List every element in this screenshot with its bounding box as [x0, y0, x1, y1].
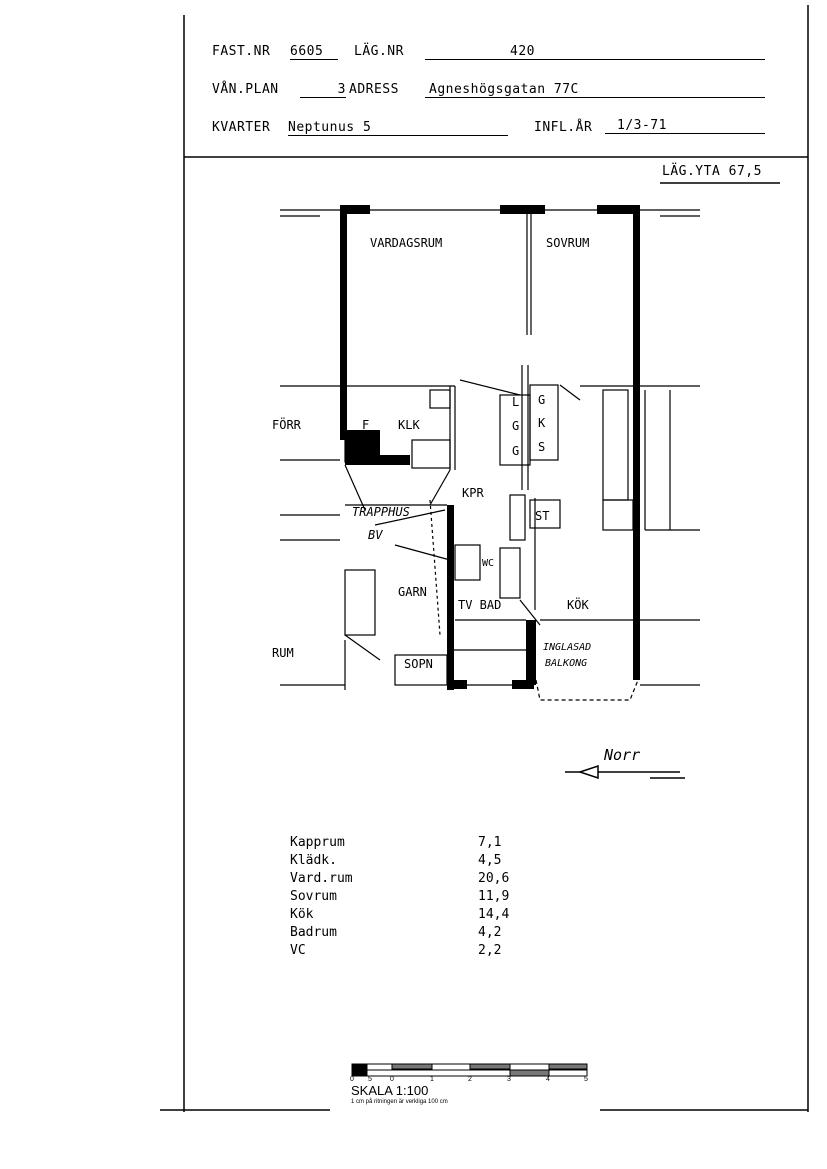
room-label: GARN — [398, 585, 427, 599]
room-label: SOPN — [404, 657, 433, 671]
room-label: TV BAD — [458, 598, 502, 612]
scale-title: SKALA 1:100 — [351, 1083, 429, 1098]
area-value: 7,1 — [478, 835, 502, 850]
kvarter-label: KVARTER — [212, 120, 271, 135]
area-row: Badrum 4,2 — [290, 924, 509, 942]
area-room: Sovrum — [290, 889, 337, 904]
fast-nr-value: 6605 — [290, 44, 338, 60]
adress-value: Agneshögsgatan 77C — [425, 82, 765, 98]
room-label: F — [362, 418, 370, 432]
closet-label: G — [512, 419, 520, 433]
area-row: Sovrum 11,9 — [290, 888, 509, 906]
room-label: BALKONG — [545, 658, 588, 669]
closet-label: G — [512, 444, 520, 458]
room-label: TRAPPHUS — [352, 505, 410, 519]
room-label: RUM — [272, 646, 294, 660]
scale-tick: 0 — [390, 1076, 394, 1083]
area-row: Klädk. 4,5 — [290, 852, 509, 870]
area-room: Kapprum — [290, 835, 345, 850]
walls-thin — [280, 209, 700, 701]
area-value: 14,4 — [478, 907, 510, 922]
area-value: 11,9 — [478, 889, 510, 904]
north-arrow — [565, 764, 685, 780]
lag-nr-value: 420 — [425, 44, 765, 60]
closet-label: K — [538, 416, 546, 430]
lag-yta: LÄG.YTA 67,5 — [662, 164, 762, 179]
scale-note: 1 cm på ritningen är verkliga 100 cm — [351, 1099, 448, 1105]
room-label: INGLASAD — [543, 642, 592, 653]
north-label: Norr — [604, 746, 641, 764]
scale-tick: 0 — [350, 1076, 354, 1083]
room-label: KÖK — [567, 598, 589, 612]
area-row: VC 2,2 — [290, 942, 509, 960]
room-label: WC — [482, 558, 495, 569]
adress-label: ADRESS — [349, 82, 399, 97]
van-plan-value: 3 — [300, 82, 346, 98]
area-room: Klädk. — [290, 853, 337, 868]
room-label: KPR — [462, 486, 484, 500]
area-row: Vard.rum 20,6 — [290, 870, 509, 888]
area-room: Kök — [290, 907, 314, 922]
scale-bar — [351, 1063, 588, 1077]
room-label: ST — [535, 509, 550, 523]
area-value: 4,2 — [478, 925, 502, 940]
area-row: Kök 14,4 — [290, 906, 509, 924]
room-label: KLK — [398, 418, 420, 432]
infl-ar-label: INFL.ÅR — [534, 120, 593, 135]
closet-label: S — [538, 440, 546, 454]
area-room: VC — [290, 943, 306, 958]
room-label: BV — [368, 528, 383, 542]
room-label: VARDAGSRUM — [370, 236, 443, 250]
area-value: 20,6 — [478, 871, 510, 886]
scale-tick: 3 — [507, 1076, 511, 1083]
closet-label: G — [538, 393, 546, 407]
scale-tick: 5 — [584, 1076, 588, 1083]
scale-tick: 1 — [430, 1076, 434, 1083]
van-plan-label: VÅN.PLAN — [212, 82, 279, 97]
frame-lines — [160, 5, 809, 1112]
closet-label: L — [512, 395, 520, 409]
area-row: Kapprum 7,1 — [290, 834, 509, 852]
kvarter-value: Neptunus 5 — [288, 120, 508, 136]
room-label: SOVRUM — [546, 236, 590, 250]
walls-thick — [340, 205, 640, 690]
scale-tick: 2 — [468, 1076, 472, 1083]
room-label: ST — [356, 445, 371, 459]
area-room: Vard.rum — [290, 871, 353, 886]
area-table: Kapprum 7,1 Klädk. 4,5 Vard.rum 20,6 Sovrum… — [290, 834, 509, 960]
fast-nr-label: FAST.NR — [212, 44, 271, 59]
infl-ar-value: 1/3-71 — [605, 118, 765, 134]
room-label: FÖRR — [272, 418, 301, 432]
area-value: 4,5 — [478, 853, 502, 868]
area-value: 2,2 — [478, 943, 502, 958]
scale-tick: 5 — [368, 1076, 372, 1083]
lag-nr-label: LÄG.NR — [354, 44, 404, 59]
area-room: Badrum — [290, 925, 337, 940]
scale-tick: 4 — [546, 1076, 550, 1083]
